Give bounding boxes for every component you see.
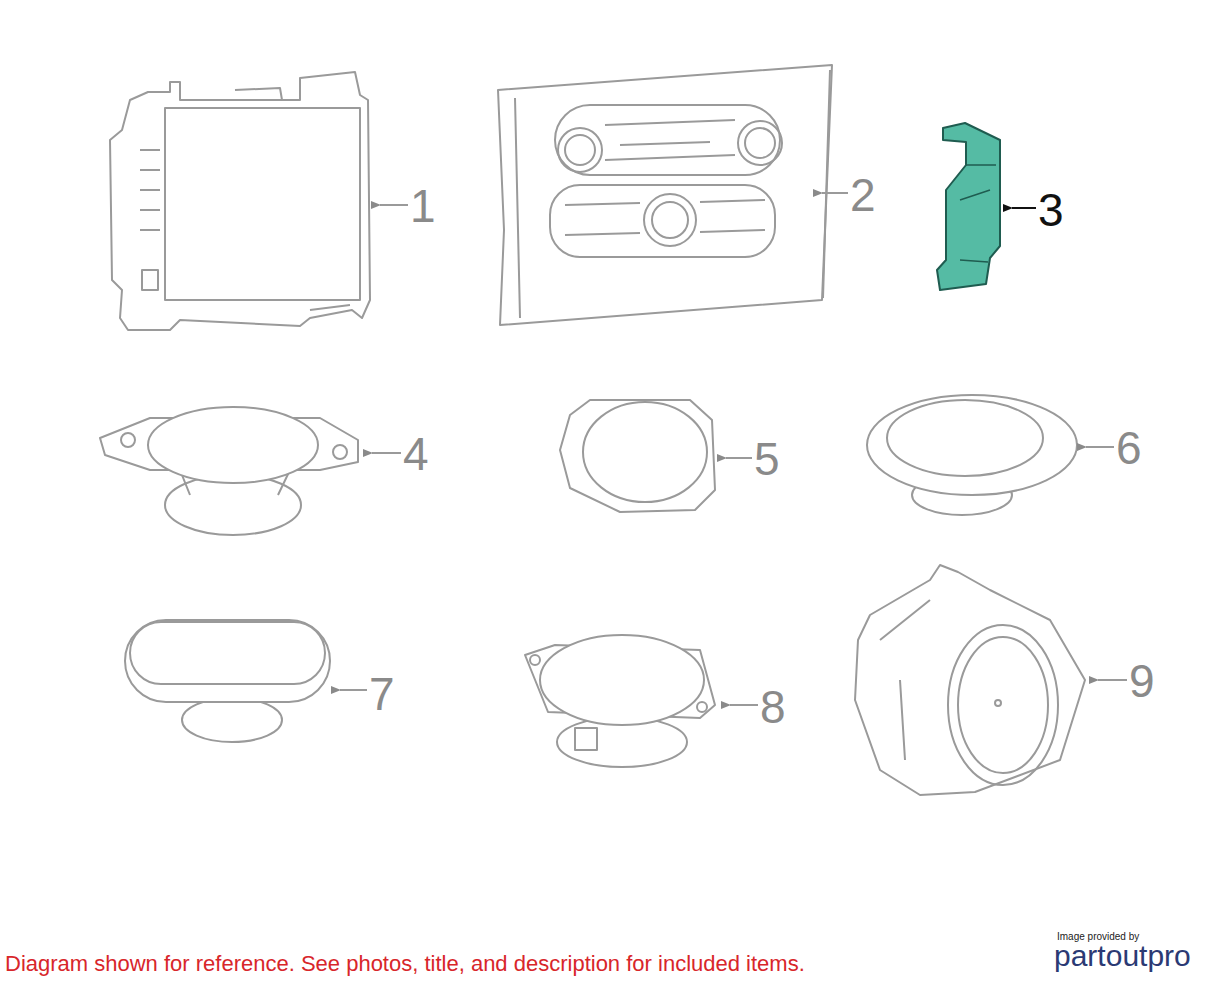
speaker bbox=[525, 635, 715, 767]
callout-number: 6 bbox=[1116, 425, 1142, 471]
climate-control-panel bbox=[498, 65, 832, 325]
mounting-bracket bbox=[937, 123, 1000, 290]
callout-number: 3 bbox=[1038, 187, 1064, 233]
caption: Diagram shown for reference. See photos,… bbox=[5, 953, 805, 975]
callout-number: 5 bbox=[754, 436, 780, 482]
speaker bbox=[867, 395, 1077, 515]
speaker bbox=[560, 400, 715, 512]
callout-number: 8 bbox=[760, 684, 786, 730]
callout-number: 7 bbox=[369, 671, 395, 717]
speaker bbox=[100, 407, 358, 535]
subwoofer-enclosure bbox=[855, 565, 1085, 795]
speaker bbox=[125, 620, 330, 742]
brand-logo: partoutpro bbox=[1054, 941, 1191, 971]
callout-number: 1 bbox=[410, 183, 436, 229]
callout-number: 9 bbox=[1129, 658, 1155, 704]
display-unit bbox=[110, 72, 370, 330]
callout-number: 2 bbox=[850, 172, 876, 218]
leader-arrows bbox=[340, 193, 1127, 705]
callout-number: 4 bbox=[403, 431, 429, 477]
